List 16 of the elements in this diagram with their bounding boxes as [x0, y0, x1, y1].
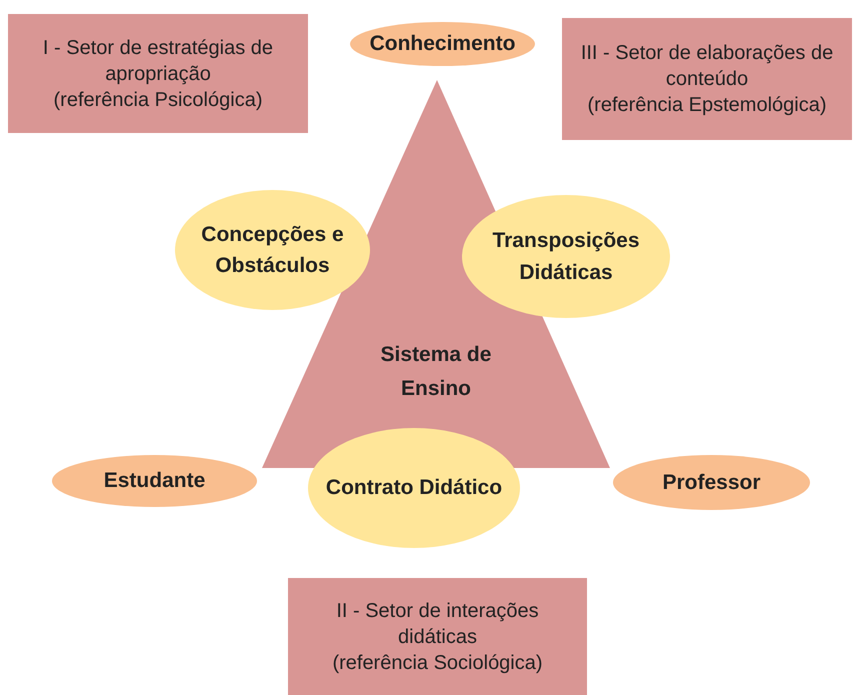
sector-box	[562, 18, 852, 140]
node-label: Estudante	[104, 468, 206, 494]
node-label: I - Setor de estratégias de apropriação	[42, 36, 274, 86]
node-label: (referência Sociológica)	[332, 650, 543, 676]
node-label: Sistema de Ensino	[380, 342, 492, 402]
node-label: (referência Psicológica)	[54, 88, 262, 112]
node-label: Concepções e Obstáculos	[200, 222, 345, 279]
sector-box	[8, 14, 308, 133]
node-label: Conhecimento	[370, 31, 516, 58]
node-label: II - Setor de interações didáticas	[335, 598, 540, 650]
node-label: (referência Epstemológica)	[588, 93, 826, 118]
node-label: Transposições Didáticas	[491, 228, 641, 286]
node-label: Professor	[662, 470, 761, 496]
node-label: III - Setor de elaborações de conteúdo	[580, 41, 834, 92]
node-label: Contrato Didático	[326, 475, 502, 502]
sector-box	[288, 578, 587, 695]
